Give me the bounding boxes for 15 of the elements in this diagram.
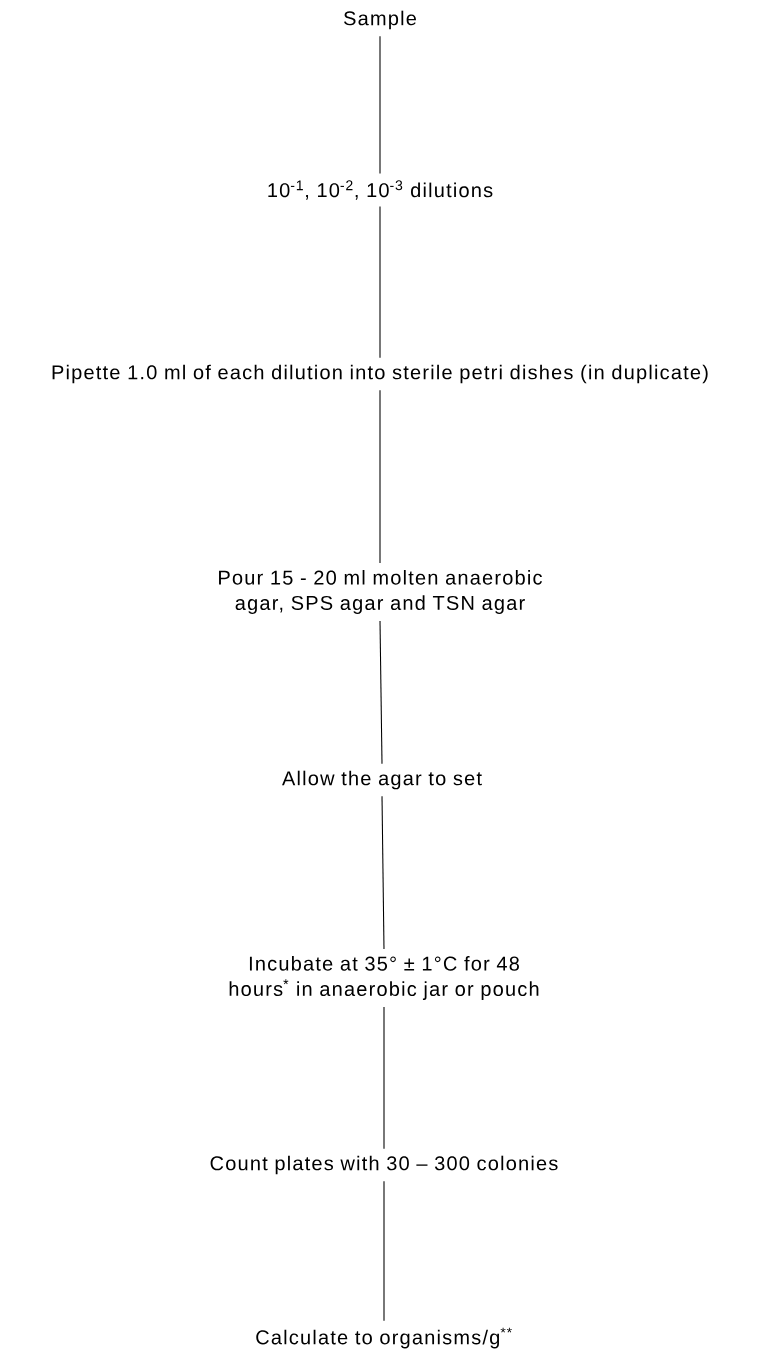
connector-line [379, 206, 381, 359]
step-text: Pour 15 - 20 ml molten anaerobic agar, SPS agar and TSN agar [219, 570, 542, 614]
step-text: Sample [344, 10, 416, 30]
connector-line [379, 620, 383, 765]
step-text: Allow the agar to set [282, 770, 482, 790]
connector-line [383, 1180, 385, 1322]
step-text: Count plates with 30 – 300 colonies [210, 1155, 558, 1175]
step-text: Calculate to organisms/g$^{**}$ [256, 1327, 512, 1349]
step-text: Pipette 1.0 ml of each dilution into sterile petri dishes (in duplicate) [52, 364, 708, 384]
connector-line [381, 795, 385, 950]
step-text: Incubate at 35° ± 1°C for 48 hours$^{*}$ in anaerobic jar or pouch [229, 956, 539, 1000]
connector-line [383, 1006, 385, 1150]
connector-line [379, 389, 381, 564]
connector-line [379, 35, 381, 174]
step-text: 10$^{-1}$, 10$^{-2}$, 10$^{-3}$ dilutions [268, 180, 493, 200]
